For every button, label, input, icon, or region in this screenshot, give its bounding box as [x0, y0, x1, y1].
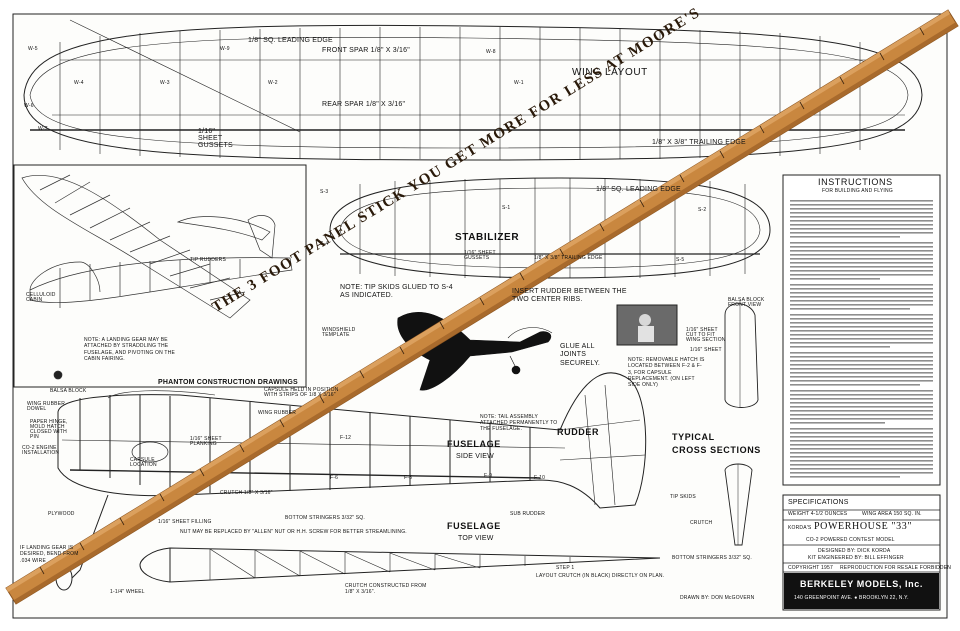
tail-note: NOTE: TAIL ASSEMBLY ATTACHED PERMANENTLY…: [480, 414, 558, 432]
wing-rubber-dowel-label: WING RUBBER DOWEL: [27, 401, 66, 412]
stabilizer-title: STABILIZER: [455, 232, 520, 243]
model-type: CO-2 POWERED CONTEST MODEL: [806, 537, 895, 543]
capsule-location-label: CAPSULE LOCATION: [130, 457, 157, 468]
balsa-block-label: BALSA BLOCK: [50, 388, 87, 394]
tip-rudders-label: TIP RUDDERS: [190, 257, 227, 263]
stab-gussets-label: 1/16" SHEET GUSSETS: [464, 250, 496, 261]
weight-label: WEIGHT 4-1/2 OUNCES: [788, 511, 848, 517]
wing-rear-spar-label: REAR SPAR 1/8" X 3/16": [322, 101, 406, 108]
bottom-stringers-top-label: BOTTOM STRINGERS 3/32" SQ.: [672, 555, 752, 561]
wing-rib-label: W-5: [28, 46, 38, 52]
sheet-cut-label: 1/16" SHEET CUT TO FIT WING SECTION: [686, 327, 726, 343]
wing-leading-edge-label: 1/8" SQ. LEADING EDGE: [248, 37, 333, 44]
stab-rib-label: S-4: [320, 241, 329, 247]
stab-rib-label: S-3: [320, 189, 329, 195]
former-label: F-12: [340, 435, 352, 441]
co2-engine-label: CO-2 ENGINE INSTALLATION: [22, 445, 60, 456]
layout-crutch-label: LAYOUT CRUTCH (IN BLACK) DIRECTLY ON PLA…: [536, 573, 665, 579]
wing-front-spar-label: FRONT SPAR 1/8" X 3/16": [322, 47, 410, 54]
company-banner: [784, 573, 939, 609]
typical-label: TYPICAL: [672, 432, 715, 442]
wheel-label: 1-1/4" WHEEL: [110, 589, 145, 595]
wing-rib-label: W-4: [74, 80, 84, 86]
specs-title: SPECIFICATIONS: [788, 499, 849, 506]
wing-rib-label: W-7: [38, 126, 48, 132]
rudder-title: RUDDER: [557, 427, 600, 437]
kit-engineered-by: KIT ENGINEERED BY: BILL EFFINGER: [808, 555, 904, 561]
paper-hinge-label: PAPER HINGE, MOLD HATCH CLOSED WITH PIN: [30, 419, 68, 440]
korda-label: KORDA'S: [788, 525, 812, 531]
instructions-subtitle: FOR BUILDING AND FLYING: [822, 188, 893, 194]
fuselage-top-title: FUSELAGE: [447, 521, 501, 531]
stab-leading-edge-label: 1/8" SQ. LEADING EDGE: [596, 186, 681, 193]
company-name: BERKELEY MODELS, Inc.: [800, 579, 923, 589]
yardstick-ruler: [5, 9, 959, 605]
crutch-cross-label: CRUTCH: [690, 520, 713, 526]
wing-rib-label: W-3: [160, 80, 170, 86]
crutch-constructed-label: CRUTCH CONSTRUCTED FROM 1/8" X 3/16".: [345, 583, 427, 595]
former-label: F-6: [330, 475, 339, 481]
cross-sections-drawing: [724, 300, 759, 546]
former-label: F-10: [534, 475, 546, 481]
stab-rib-label: S-2: [698, 207, 707, 213]
phantom-title: PHANTOM CONSTRUCTION DRAWINGS: [158, 379, 298, 386]
wing-rib-label: W-8: [486, 49, 496, 55]
windshield-template-label: WINDSHIELD TEMPLATE: [322, 327, 356, 338]
drawn-by: DRAWN BY: DON McGOVERN: [680, 595, 755, 601]
wing-rib-label: W-1: [514, 80, 524, 86]
glue-joints-note: GLUE ALL JOINTS SECURELY.: [560, 343, 601, 367]
instructions-title: INSTRUCTIONS: [818, 177, 893, 187]
phantom-construction-drawing: [21, 174, 293, 380]
crutch-label: CRUTCH 1/8" X 3/16": [220, 490, 273, 496]
bottom-stringers-label: BOTTOM STRINGERS 3/32" SQ.: [285, 515, 365, 521]
fuselage-side-subtitle: SIDE VIEW: [456, 453, 494, 460]
fuselage-top-view: [139, 547, 661, 583]
wing-rubber-label: WING RUBBER: [258, 410, 297, 416]
wing-layout-title: WING LAYOUT: [572, 67, 648, 78]
stab-rib-label: S-5: [676, 257, 685, 263]
sheet-label: 1/16" SHEET: [690, 347, 722, 353]
tip-skids-label: TIP SKIDS: [670, 494, 696, 500]
model-name: POWERHOUSE "33": [814, 521, 912, 532]
sub-rudder-label: SUB RUDDER: [510, 511, 546, 517]
designed-by: DESIGNED BY: DICK KORDA: [818, 548, 891, 554]
former-label: F-8: [404, 475, 413, 481]
celluloid-cabin-label: CELLULOID CABIN: [26, 292, 56, 303]
insert-rudder-note: INSERT RUDDER BETWEEN THE TWO CENTER RIB…: [512, 288, 627, 304]
stab-trailing-edge-label: 1/8" X 3/8" TRAILING EDGE: [534, 255, 603, 261]
landing-gear-wire-label: IF LANDING GEAR IS DESIRED, BEND FROM .0…: [20, 545, 79, 564]
wing-rib-label: W-9: [220, 46, 230, 52]
cross-sections-label: CROSS SECTIONS: [672, 445, 761, 455]
wing-gussets-label: 1/16" SHEET GUSSETS: [198, 128, 233, 149]
fuselage-side-view: [55, 372, 647, 591]
fuselage-side-title: FUSELAGE: [447, 439, 501, 449]
wing-trailing-edge-label: 1/8" X 3/8" TRAILING EDGE: [652, 139, 746, 146]
fuselage-top-subtitle: TOP VIEW: [458, 535, 494, 542]
wing-rib-label: W-6: [24, 103, 34, 109]
sheet-filling-label: 1/16" SHEET FILLING: [158, 519, 212, 525]
former-label: F-9: [484, 473, 493, 479]
sheet-planking-label: 1/16" SHEET PLANKING: [190, 436, 222, 447]
tip-skids-glued-note: NOTE: TIP SKIDS GLUED TO S-4 AS INDICATE…: [340, 284, 453, 300]
stab-rib-label: S-1: [502, 205, 511, 211]
capsule-held-label: CAPSULE HELD IN POSITION WITH STRIPS OF …: [264, 387, 339, 398]
balsa-block-front-label: BALSA BLOCK FRONT VIEW: [728, 297, 765, 308]
company-address: 140 GREENPOINT AVE. ● BROOKLYN 22, N.Y.: [794, 595, 909, 601]
nut-note-label: NUT MAY BE REPLACED BY "ALLEN" NUT OR H.…: [180, 529, 407, 535]
plywood-label: PLYWOOD: [48, 511, 75, 517]
step-label: STEP 1: [556, 565, 575, 571]
reproduction-note: REPRODUCTION FOR RESALE FORBIDDEN: [840, 565, 952, 571]
wing-area-label: WING AREA 150 SQ. IN.: [862, 511, 922, 517]
instructions-text-block: [790, 200, 933, 478]
copyright: COPYRIGHT 1957: [788, 565, 833, 571]
landing-gear-note: NOTE: A LANDING GEAR MAY BE ATTACHED BY …: [84, 337, 176, 362]
wing-rib-label: W-2: [268, 80, 278, 86]
wing-layout-drawing: [23, 19, 923, 161]
removable-hatch-note: NOTE: REMOVABLE HATCH IS LOCATED BETWEEN…: [628, 357, 705, 388]
